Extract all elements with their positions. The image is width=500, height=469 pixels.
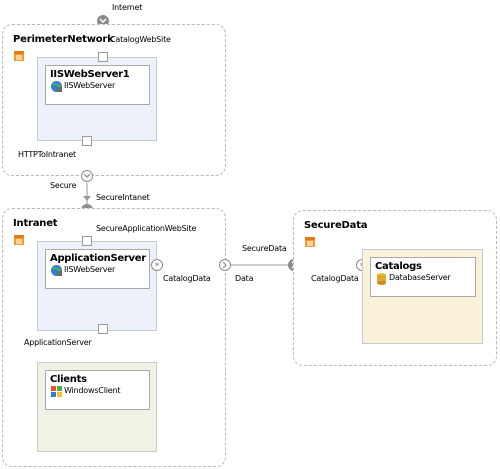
catalogs-card[interactable]: Catalogs DatabaseServer <box>370 257 476 297</box>
database-icon <box>375 272 388 285</box>
iis-server-name: IISWebServer1 <box>50 69 130 80</box>
iis-server-box[interactable]: IISWebServer1 IISWebServer <box>37 57 157 141</box>
clients-card[interactable]: Clients WindowsClient <box>45 370 150 410</box>
svg-text:*: * <box>155 262 159 271</box>
application-server-card[interactable]: ApplicationServer IISWebServer <box>45 249 150 289</box>
catalog-data-endpoint-icon[interactable]: * <box>151 259 163 271</box>
intranet-catalog-data-label: CatalogData <box>163 274 211 283</box>
catalog-website-label: CatalogWebSite <box>110 35 171 44</box>
zone-icon <box>13 234 25 246</box>
secure-application-website-label: SecureApplicationWebSite <box>96 224 197 233</box>
windows-client-icon <box>50 385 63 398</box>
catalog-website-port-icon[interactable] <box>98 52 108 62</box>
perimeter-network-title: PerimeterNetwork <box>13 34 114 45</box>
application-server-endpoint-label: ApplicationServer <box>24 338 92 347</box>
catalogs-box[interactable]: Catalogs DatabaseServer <box>362 249 483 344</box>
clients-box[interactable]: Clients WindowsClient <box>37 362 157 452</box>
clients-name: Clients <box>50 374 87 385</box>
data-label: Data <box>235 274 254 283</box>
securedata-link-label: SecureData <box>242 244 287 253</box>
http-to-intranet-label: HTTPToIntranet <box>18 150 76 159</box>
secure-intanet-label: SecureIntanet <box>96 193 150 202</box>
iis-server-type: IISWebServer <box>64 81 116 90</box>
application-server-name: ApplicationServer <box>50 253 146 264</box>
zone-icon <box>13 50 25 62</box>
application-server-type: IISWebServer <box>64 265 116 274</box>
application-server-port-icon[interactable] <box>98 324 108 334</box>
application-server-box[interactable]: ApplicationServer IISWebServer <box>37 241 157 331</box>
secure-connector-icon[interactable] <box>81 170 93 182</box>
data-connector-icon[interactable] <box>219 259 231 271</box>
secure-catalog-data-label: CatalogData <box>311 274 359 283</box>
catalogs-type: DatabaseServer <box>389 273 451 282</box>
iis-server-card[interactable]: IISWebServer1 IISWebServer <box>45 65 150 105</box>
intranet-title: Intranet <box>13 218 58 229</box>
globe-server-icon <box>50 80 63 93</box>
zone-icon <box>304 236 316 248</box>
http-to-intranet-port-icon[interactable] <box>82 136 92 146</box>
globe-server-icon <box>50 264 63 277</box>
catalogs-name: Catalogs <box>375 261 422 272</box>
secure-application-website-port-icon[interactable] <box>82 236 92 246</box>
internet-label: Internet <box>112 3 143 12</box>
secure-label: Secure <box>50 181 77 190</box>
clients-type: WindowsClient <box>64 386 121 395</box>
secure-data-title: SecureData <box>304 220 368 231</box>
